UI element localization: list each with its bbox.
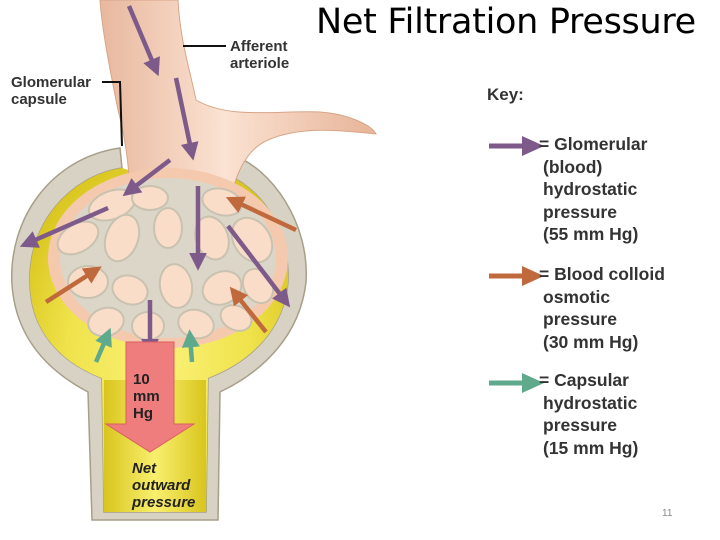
key-arrow-colloid	[489, 266, 544, 286]
capsular-hydrostatic-arrows	[93, 327, 200, 363]
glomerular-capsule-label: Glomerular capsule	[11, 74, 92, 108]
page-number: 11	[662, 508, 673, 519]
glomerular-hydrostatic-arrows	[19, 5, 291, 357]
key-text-capsular: = Capsular hydrostatic pressure (15 mm H…	[539, 370, 639, 458]
key-title: Key:	[487, 85, 524, 104]
net-outward-pressure-label: Net outward pressure	[132, 460, 196, 511]
key-arrow-glomerular	[489, 136, 544, 156]
afferent-arteriole	[99, 0, 377, 206]
slide-title: Net Filtration Pressure	[316, 2, 696, 42]
net-pressure-value-label: 10 mm Hg	[133, 371, 160, 422]
key-text-colloid: = Blood colloid osmotic pressure (30 mm …	[539, 264, 665, 352]
key-text-glomerular: = Glomerular (blood) hydrostatic pressur…	[539, 134, 648, 244]
afferent-arteriole-label: Afferent arteriole	[230, 38, 290, 72]
key-arrow-capsular	[489, 373, 544, 393]
colloid-osmotic-arrows	[44, 196, 297, 334]
net-outward-arrow	[104, 341, 196, 453]
capsule-pointer-line	[102, 81, 123, 147]
